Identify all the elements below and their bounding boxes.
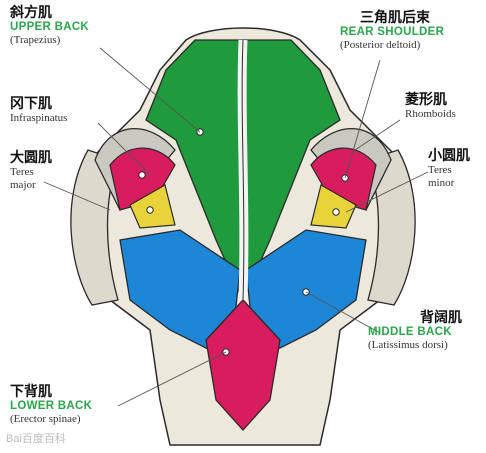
label-lower-back-en: LOWER BACK (10, 400, 93, 413)
label-middle-back-latin: (Latissimus dorsi) (368, 339, 448, 352)
right-teres-minor (310, 184, 357, 229)
label-rear-shoulder-en: REAR SHOULDER (340, 26, 445, 39)
leader-middle-back (305, 291, 381, 334)
label-teres-minor-latin: Teres minor (428, 164, 455, 189)
label-rear-shoulder-zh: 三角肌后束 (360, 10, 430, 26)
label-teres-major: 大圆肌 Teres major (10, 150, 80, 191)
left-teres-minor (129, 184, 176, 229)
label-teres-minor: 小圆肌 Teres minor (428, 148, 482, 189)
label-infraspinatus-zh: 冈下肌 (10, 96, 52, 112)
label-teres-major-zh: 大圆肌 (10, 150, 52, 166)
label-lower-back: 下背肌 LOWER BACK (Erector spinae) (10, 384, 92, 426)
erector-spinae (205, 299, 281, 431)
label-lower-back-zh: 下背肌 (10, 384, 52, 400)
label-teres-minor-zh: 小圆肌 (428, 148, 470, 164)
left-teres-major (109, 147, 176, 211)
label-rhomboids: 菱形肌 Rhomboids (405, 92, 456, 121)
spine-outline (241, 39, 245, 301)
watermark: Bai百度百科 (6, 433, 66, 445)
label-rear-shoulder: 三角肌后束 REAR SHOULDER (Posterior deltoid) (340, 10, 444, 52)
leader-teres-major (43, 181, 111, 211)
leader-rear-shoulder (344, 59, 381, 179)
label-middle-back-zh: 背阔肌 (420, 310, 462, 326)
label-rhomboids-latin: Rhomboids (405, 108, 456, 121)
leader-teres-minor (345, 171, 429, 213)
dot-left-teres (146, 206, 154, 214)
dot-right-teres (332, 208, 340, 216)
left-arm (70, 149, 119, 306)
label-middle-back: 背阔肌 MIDDLE BACK (Latissimus dorsi) (368, 310, 462, 352)
label-rhomboids-zh: 菱形肌 (405, 92, 447, 108)
label-infraspinatus: 冈下肌 Infraspinatus (10, 96, 67, 125)
label-lower-back-latin: (Erector spinae) (10, 413, 81, 426)
label-infraspinatus-latin: Infraspinatus (10, 112, 68, 125)
label-teres-major-latin: Teres major (10, 166, 36, 191)
leader-lower-back (117, 351, 227, 407)
leader-rhomboids (354, 119, 401, 151)
label-upper-back-zh: 斜方肌 (10, 5, 52, 21)
label-middle-back-en: MIDDLE BACK (368, 326, 452, 339)
label-upper-back-en: UPPER BACK (10, 21, 90, 34)
right-arm (367, 149, 416, 306)
leader-upper-back (99, 47, 201, 133)
leader-infraspinatus (97, 122, 151, 176)
label-rear-shoulder-latin: (Posterior deltoid) (340, 39, 421, 52)
dot-left-deltoid (138, 171, 146, 179)
label-upper-back-latin: (Trapezius) (10, 34, 61, 47)
label-upper-back: 斜方肌 UPPER BACK (Trapezius) (10, 5, 89, 47)
